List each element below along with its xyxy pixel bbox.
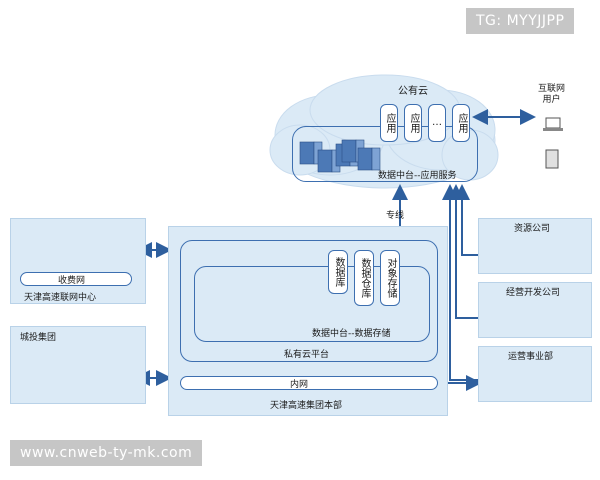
app-box-2: 应用 <box>404 104 422 142</box>
private-cloud-label: 私有云平台 <box>284 350 330 360</box>
toll-network-label: 收费网 <box>58 276 86 286</box>
unit-label-operations: 运营事业部 <box>508 352 554 362</box>
server-icon-cloud-2 <box>341 139 381 171</box>
unit-label-resource: 资源公司 <box>514 224 551 234</box>
internet-users-label: 互联网 用户 <box>538 84 566 105</box>
toll-center-panel <box>10 218 146 304</box>
data-storage-box <box>194 266 430 342</box>
watermark-bottom: www.cnweb-ty-mk.com <box>10 440 203 466</box>
app-box-4: 应用 <box>452 104 470 142</box>
headquarters-label: 天津高速集团本部 <box>270 401 343 411</box>
data-storage-label: 数据中台--数据存储 <box>312 329 391 339</box>
intranet-label: 内网 <box>290 380 309 390</box>
unit-panel-operations <box>478 346 592 402</box>
public-cloud-title: 公有云 <box>398 86 428 97</box>
cloud-service-label: 数据中台--应用服务 <box>378 171 457 181</box>
store-box-db: 数据库 <box>328 250 348 294</box>
laptop-icon <box>543 117 563 131</box>
app-box-3: … <box>428 104 446 142</box>
chengtou-name: 城投集团 <box>20 333 57 343</box>
unit-label-development: 经营开发公司 <box>506 288 561 298</box>
unit-panel-development <box>478 282 592 338</box>
watermark-top: TG: MYYJJPP <box>466 8 575 34</box>
toll-network-pill <box>20 272 132 286</box>
store-box-dw: 数据仓库 <box>354 250 374 306</box>
chengtou-panel <box>10 326 146 404</box>
private-cloud-box <box>180 240 438 362</box>
toll-center-name: 天津高速联网中心 <box>24 293 97 303</box>
intranet-pill <box>180 376 438 390</box>
phone-icon <box>545 149 559 169</box>
dedicated-line-label: 专线 <box>386 211 405 221</box>
app-box-1: 应用 <box>380 104 398 142</box>
unit-panel-resource <box>478 218 592 274</box>
store-box-obj: 对象存储 <box>380 250 400 306</box>
